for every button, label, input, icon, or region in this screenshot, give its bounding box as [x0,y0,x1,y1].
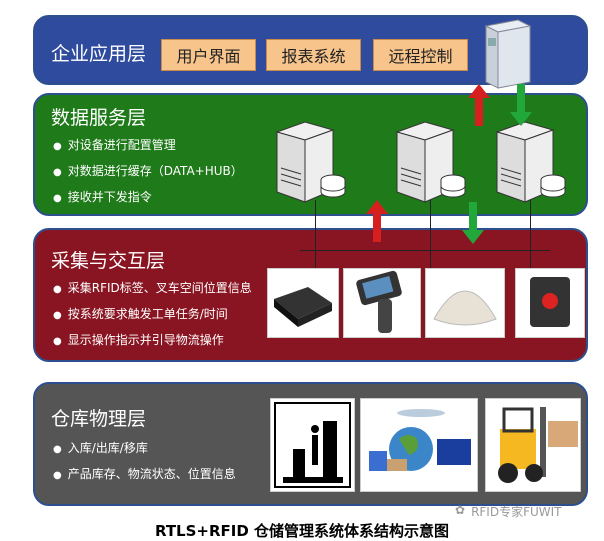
bullet-item: 接收并下发指令 [53,185,243,211]
main-server-icon [484,19,532,89]
bullet-item: 显示操作指示并引导物流操作 [53,328,252,354]
bullet-item: 对数据进行缓存（DATA+HUB） [53,159,243,185]
arrow-up-icon [468,84,490,126]
button-terminal-image [515,268,585,338]
connector [315,200,316,268]
connector [300,250,550,251]
warehouse-worker-image [270,398,355,492]
bullet-item: 入库/出库/移库 [53,436,236,462]
bullet-list: 对设备进行配置管理 对数据进行缓存（DATA+HUB） 接收并下发指令 [53,133,243,211]
handheld-scanner-image [343,268,421,338]
antenna-image [425,268,505,338]
bullet-list: 采集RFID标签、叉车空间位置信息 按系统要求触发工单任务/时间 显示操作指示并… [53,276,252,354]
server-icon [276,121,346,203]
bullet-item: 对设备进行配置管理 [53,133,243,159]
arrow-up-icon [366,200,388,242]
watermark: ✿ RFID专家FUWIT [455,503,562,520]
server-icon [496,121,566,203]
watermark-text: RFID专家FUWIT [471,505,562,519]
layer-title: 采集与交互层 [51,250,166,272]
diagram-caption: RTLS+RFID 仓储管理系统体系结构示意图 [154,522,450,540]
logistics-globe-image [360,398,478,492]
arrow-down-icon [510,84,532,126]
forklift-image [485,398,581,492]
connector [530,200,531,268]
remote-control-button[interactable]: 远程控制 [373,39,468,71]
user-interface-button[interactable]: 用户界面 [161,39,256,71]
bullet-item: 按系统要求触发工单任务/时间 [53,302,252,328]
server-icon [396,121,466,203]
layer-title: 数据服务层 [51,107,147,129]
layer-title: 企业应用层 [51,43,147,65]
bullet-item: 产品库存、物流状态、位置信息 [53,462,236,488]
layer-title: 仓库物理层 [51,408,147,430]
report-system-button[interactable]: 报表系统 [266,39,361,71]
rfid-reader-image [267,268,339,338]
connector [430,200,431,268]
bullet-item: 采集RFID标签、叉车空间位置信息 [53,276,252,302]
arrow-down-icon [462,202,484,244]
wechat-icon: ✿ [455,503,466,517]
bullet-list: 入库/出库/移库 产品库存、物流状态、位置信息 [53,436,236,488]
